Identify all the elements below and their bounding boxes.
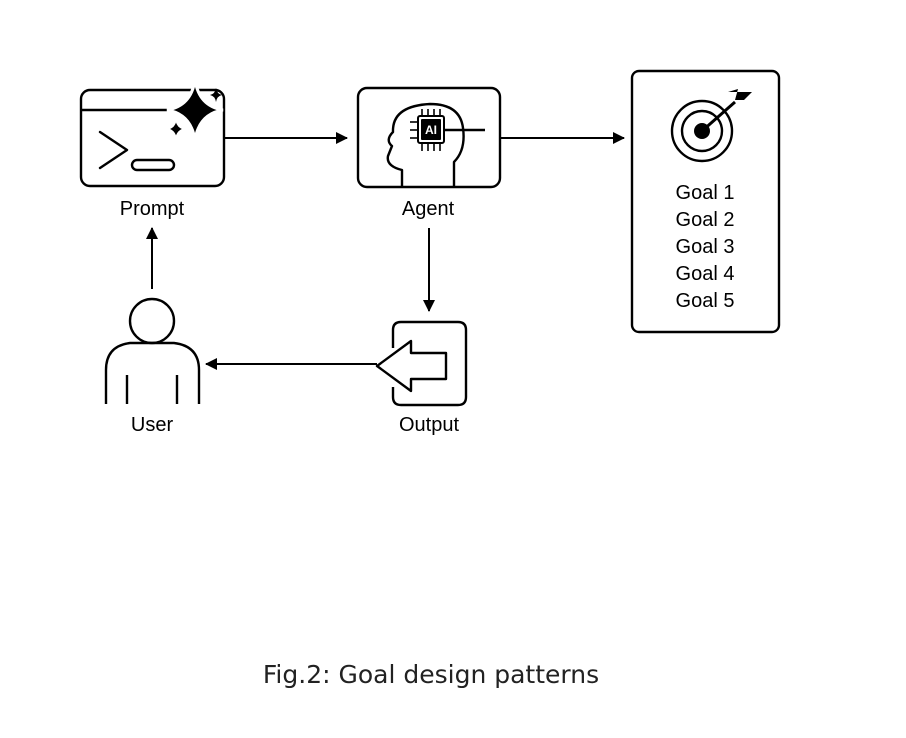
prompt-node: Prompt (79, 79, 226, 220)
goal-item: Goal 5 (676, 290, 735, 312)
output-arrow-icon (375, 320, 468, 407)
goal-item: Goal 4 (676, 263, 735, 285)
prompt-terminal-sparkle-icon (79, 79, 226, 188)
agent-box (356, 86, 502, 189)
prompt-label: Prompt (120, 198, 185, 220)
user-person-icon (104, 297, 201, 404)
output-label: Output (399, 414, 459, 436)
ai-chip-text: AI (425, 123, 437, 137)
agent-label: Agent (402, 198, 455, 220)
figure-caption: Fig.2: Goal design patterns (262, 660, 600, 689)
target-dart-icon (670, 89, 752, 163)
goals-node: Goal 1 Goal 2 Goal 3 Goal 4 Goal 5 (630, 69, 781, 334)
goal-item: Goal 2 (676, 209, 735, 231)
output-node: Output (375, 320, 468, 436)
ai-head-chip-icon: AI (386, 102, 485, 187)
goal-item: Goal 3 (676, 236, 735, 258)
user-label: User (131, 414, 174, 436)
user-node: User (104, 297, 201, 436)
goals-box (630, 69, 781, 334)
goal-item: Goal 1 (676, 182, 735, 204)
agent-node: AI Agent (356, 86, 502, 220)
